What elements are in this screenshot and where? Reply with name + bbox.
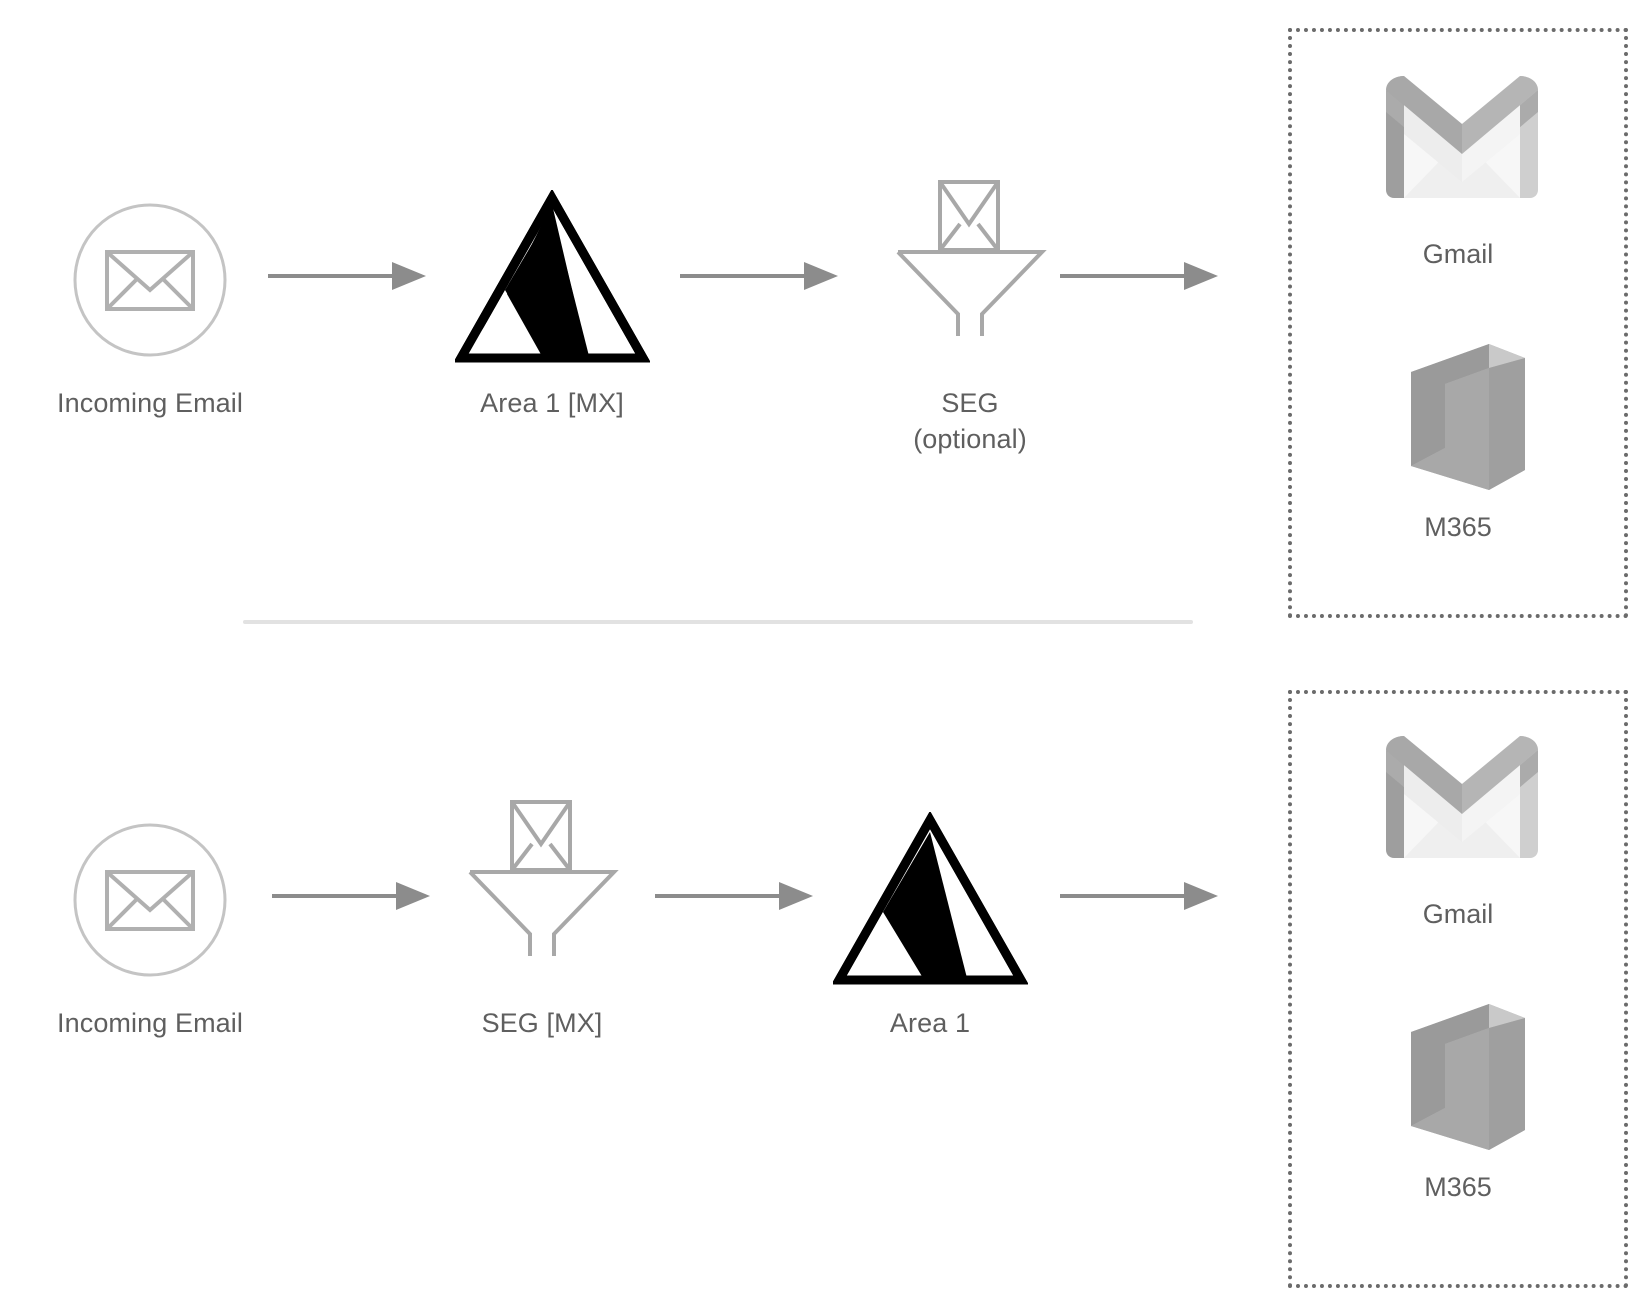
arrow-email-to-area1 <box>268 258 428 294</box>
area1-logo-icon <box>831 810 1029 987</box>
arrow-seg-to-destinations <box>1060 258 1220 294</box>
m365-label: M365 <box>1424 512 1492 542</box>
incoming-email-label: Incoming Email <box>57 388 243 418</box>
m365-label: M365 <box>1424 1172 1492 1202</box>
section-divider <box>243 620 1193 624</box>
gmail-logo-icon <box>1374 72 1550 202</box>
gmail-logo-icon <box>1374 732 1550 862</box>
area1-mx-label: Area 1 [MX] <box>480 388 624 418</box>
incoming-email-icon <box>70 200 230 360</box>
incoming-email-label: Incoming Email <box>57 1008 243 1038</box>
seg-mx-label: SEG [MX] <box>481 1008 603 1038</box>
gmail-label: Gmail <box>1422 239 1494 269</box>
seg-funnel-icon <box>890 178 1050 338</box>
arrow-seg-to-area1 <box>655 878 815 914</box>
arrow-email-to-seg <box>272 878 432 914</box>
seg-optional-label: SEG (optional) <box>913 388 1027 454</box>
m365-logo-icon <box>1397 342 1527 492</box>
m365-logo-icon <box>1397 1002 1527 1152</box>
incoming-email-icon <box>70 820 230 980</box>
area1-label: Area 1 <box>889 1008 971 1038</box>
destinations-top: Gmail M365 <box>1288 28 1628 618</box>
gmail-label: Gmail <box>1422 899 1494 929</box>
arrow-area1-to-seg <box>680 258 840 294</box>
area1-logo-icon <box>453 188 651 365</box>
destinations-bottom: Gmail M365 <box>1288 690 1628 1288</box>
seg-funnel-icon <box>462 798 622 958</box>
arrow-area1-to-destinations <box>1060 878 1220 914</box>
